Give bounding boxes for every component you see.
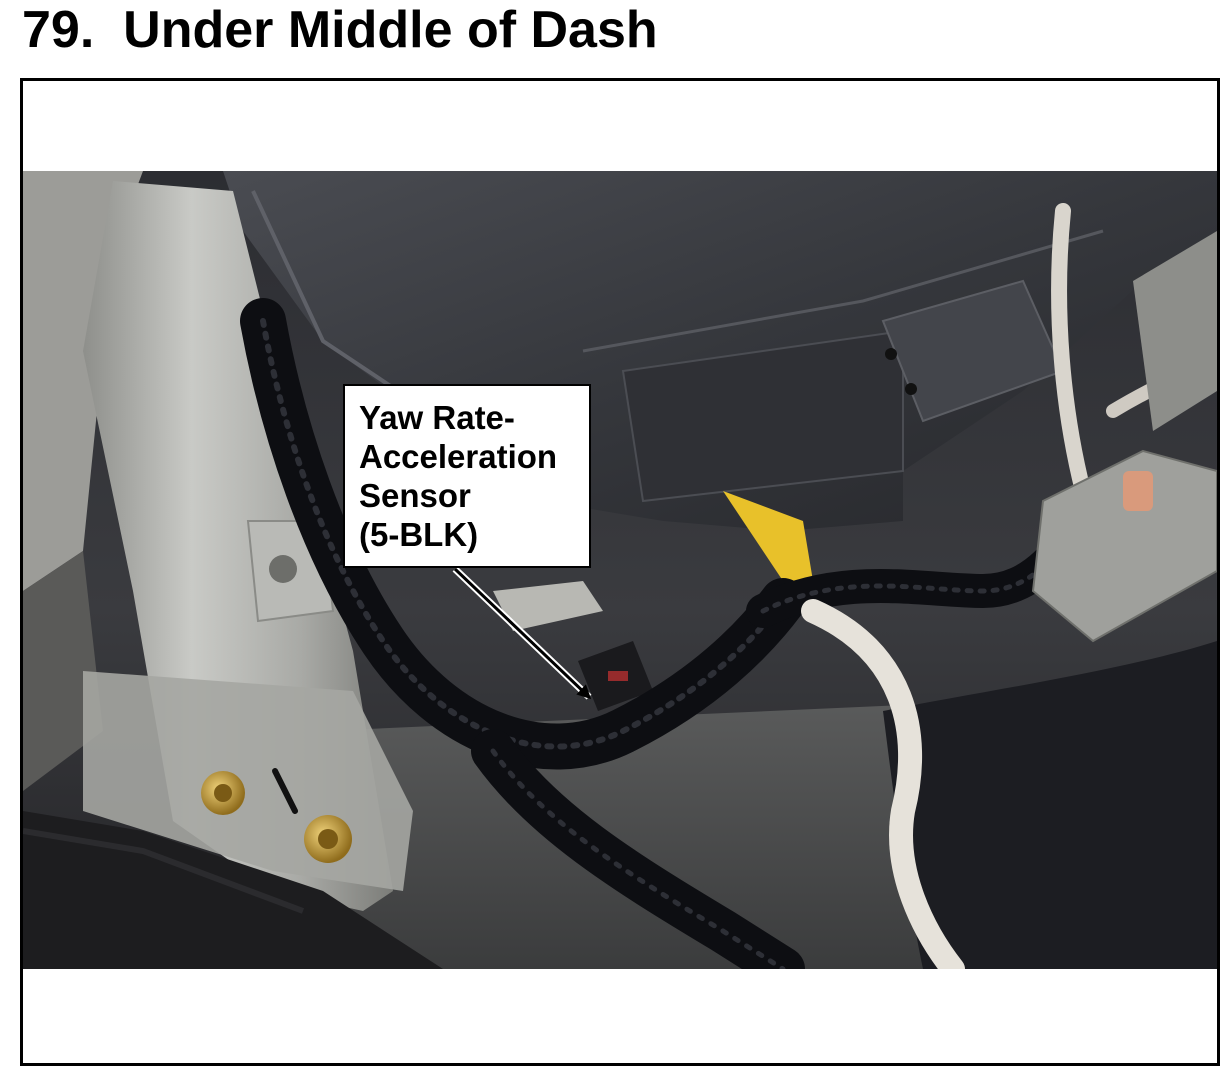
arrow-pointer-icon xyxy=(453,567,592,700)
callout-arrow xyxy=(452,566,592,700)
callout-line-4: (5-BLK) xyxy=(359,516,479,553)
callout-line-1: Yaw Rate- xyxy=(359,399,515,436)
white-cable xyxy=(801,599,965,969)
callout-line-2: Acceleration xyxy=(359,438,558,475)
photo-illustration xyxy=(23,171,1217,969)
yellow-tag xyxy=(723,491,813,581)
callout-line-3: Sensor xyxy=(359,477,471,514)
callout-label-box: Yaw Rate- Acceleration Sensor (5-BLK) xyxy=(343,384,591,568)
page-title: 79. Under Middle of Dash xyxy=(22,1,658,59)
figure-frame: Yaw Rate- Acceleration Sensor (5-BLK) xyxy=(20,78,1220,1066)
vehicle-photo xyxy=(23,171,1217,969)
